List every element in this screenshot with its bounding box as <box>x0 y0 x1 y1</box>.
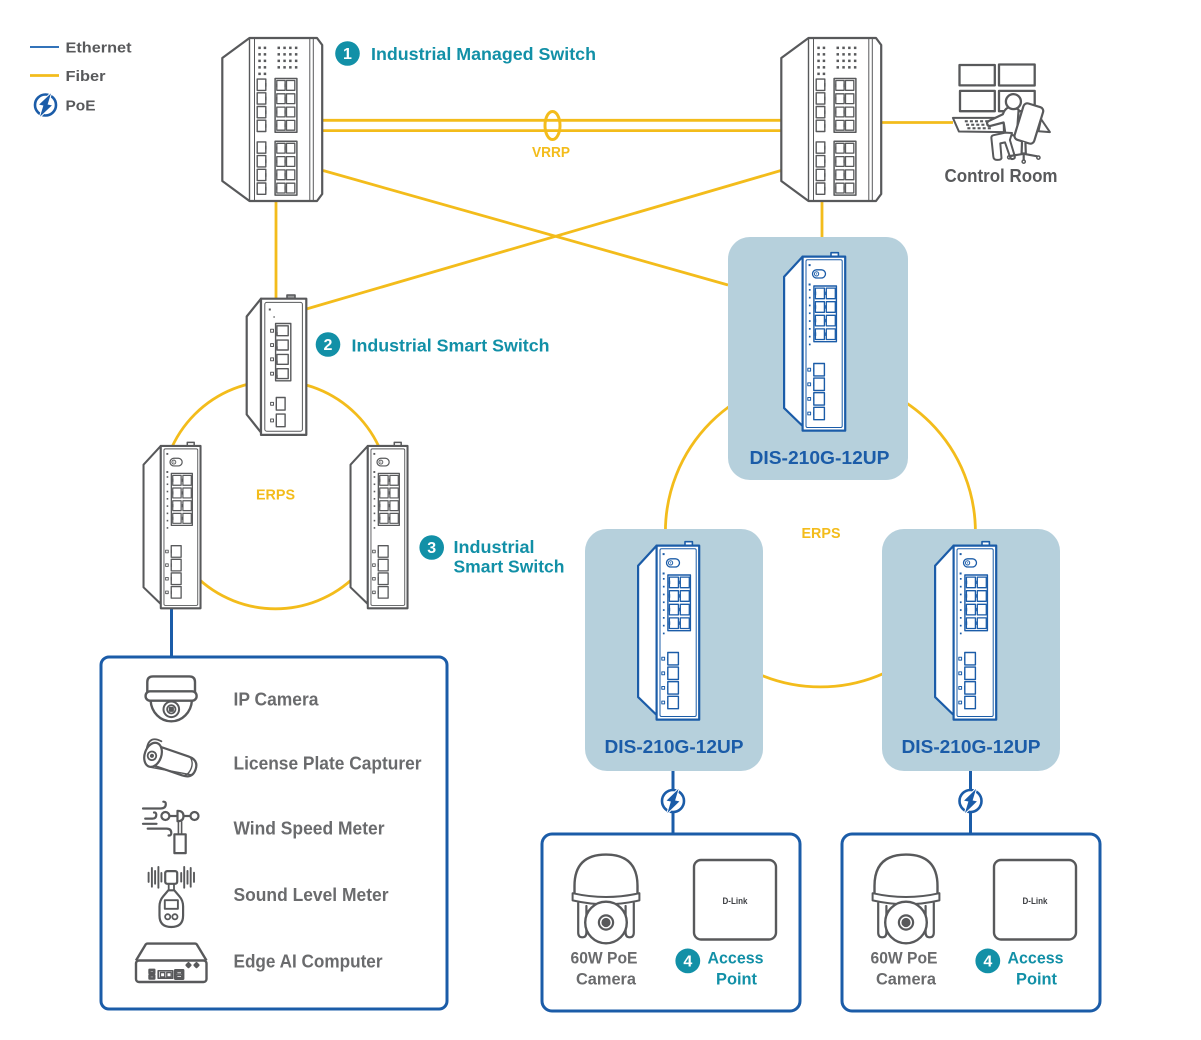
svg-text:ERPS: ERPS <box>802 525 841 542</box>
svg-text:Sound Level Meter: Sound Level Meter <box>234 885 389 905</box>
svg-text:PoE: PoE <box>66 97 96 114</box>
svg-text:4: 4 <box>683 954 692 971</box>
svg-text:60W PoE: 60W PoE <box>871 949 938 968</box>
svg-text:D-Link: D-Link <box>723 896 749 906</box>
svg-text:DIS-210G-12UP: DIS-210G-12UP <box>750 447 890 468</box>
svg-text:Access: Access <box>708 949 764 968</box>
svg-text:Point: Point <box>716 970 757 989</box>
svg-text:Industrial Smart Switch: Industrial Smart Switch <box>352 335 550 355</box>
svg-text:DIS-210G-12UP: DIS-210G-12UP <box>902 736 1041 757</box>
svg-text:Edge AI Computer: Edge AI Computer <box>234 952 383 972</box>
svg-text:Smart Switch: Smart Switch <box>454 556 565 576</box>
svg-text:3: 3 <box>427 540 436 557</box>
svg-text:Fiber: Fiber <box>66 68 106 85</box>
svg-text:Camera: Camera <box>876 970 937 989</box>
svg-text:D-Link: D-Link <box>1023 896 1049 906</box>
svg-text:Camera: Camera <box>576 970 637 989</box>
svg-text:Wind Speed Meter: Wind Speed Meter <box>234 819 385 839</box>
svg-text:Ethernet: Ethernet <box>66 39 132 56</box>
svg-text:1: 1 <box>343 46 352 63</box>
svg-text:60W PoE: 60W PoE <box>571 949 638 968</box>
svg-text:Access: Access <box>1008 949 1064 968</box>
svg-text:VRRP: VRRP <box>532 144 570 161</box>
svg-text:ERPS: ERPS <box>256 487 295 504</box>
svg-text:IP Camera: IP Camera <box>234 690 320 710</box>
svg-text:2: 2 <box>324 337 333 354</box>
svg-text:Industrial: Industrial <box>454 537 535 557</box>
svg-text:Control Room: Control Room <box>945 166 1058 186</box>
svg-text:Point: Point <box>1016 970 1057 989</box>
svg-text:Industrial Managed Switch: Industrial Managed Switch <box>371 44 596 64</box>
svg-text:License Plate Capturer: License Plate Capturer <box>234 754 422 774</box>
svg-text:4: 4 <box>983 954 992 971</box>
svg-text:DIS-210G-12UP: DIS-210G-12UP <box>605 736 744 757</box>
